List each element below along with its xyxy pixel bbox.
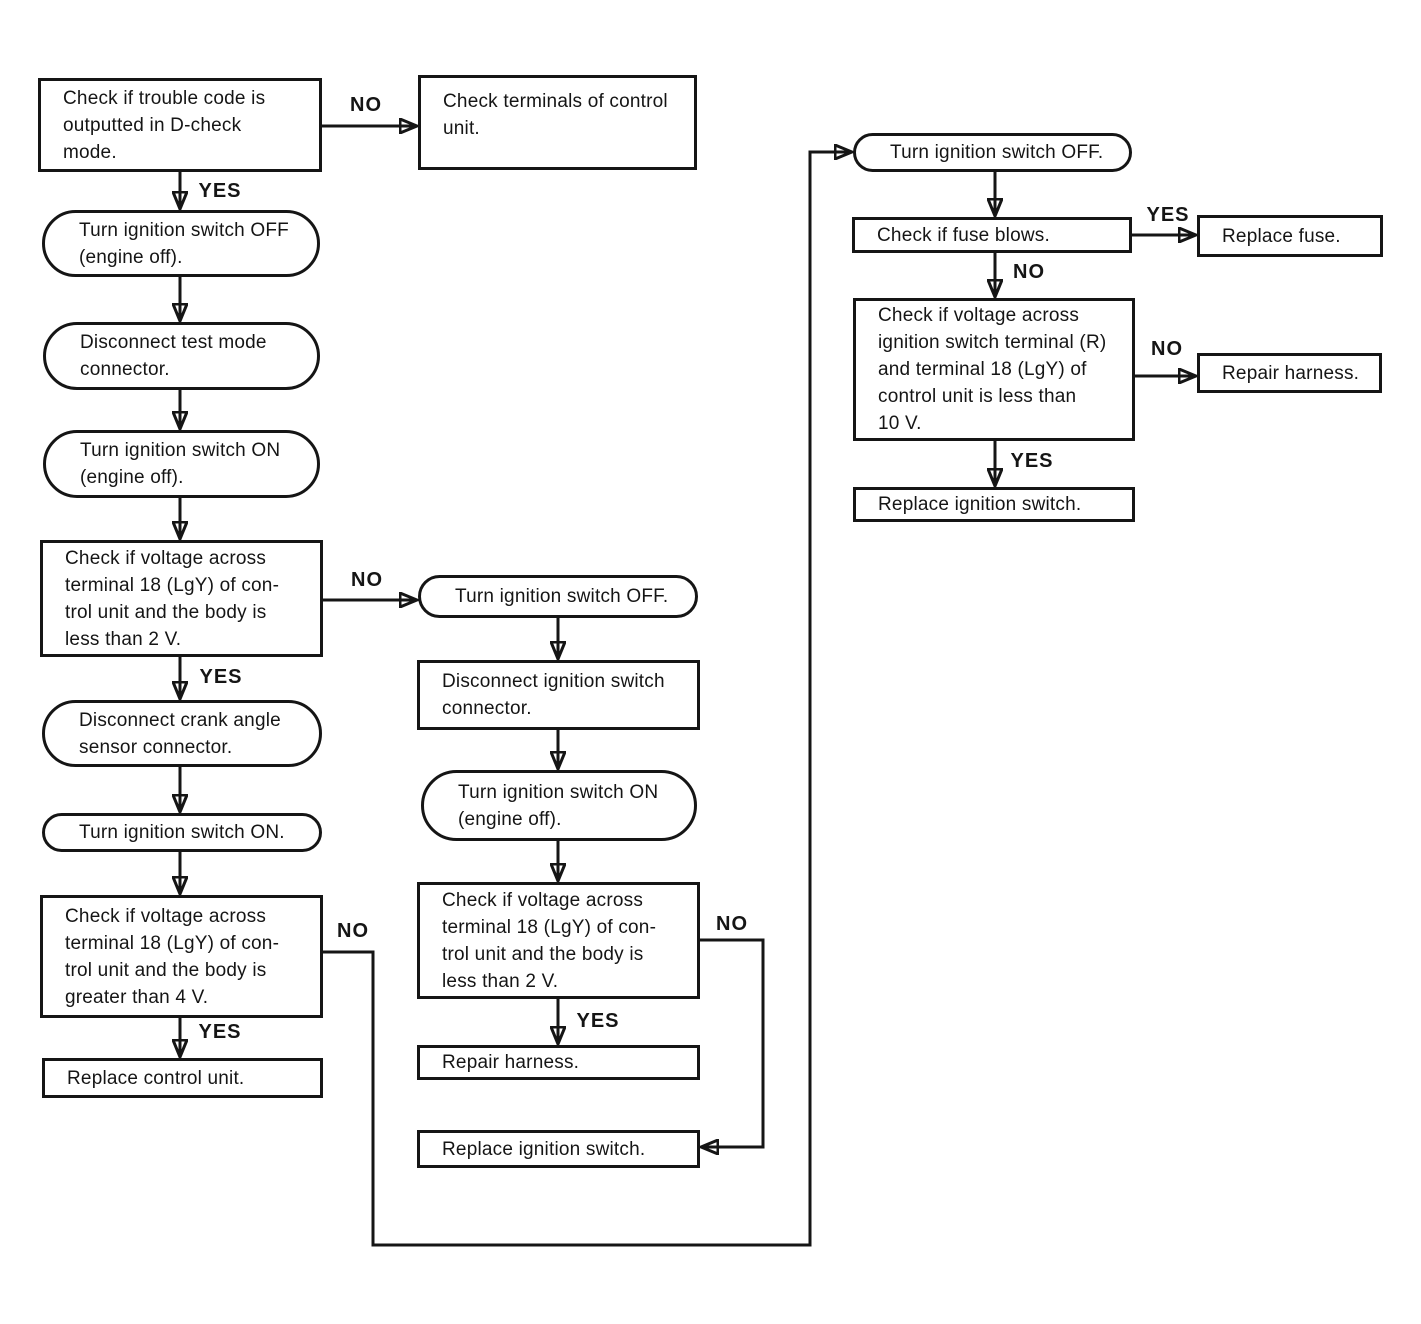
node-check-voltage-lt10v: Check if voltage across ignition switch … — [853, 298, 1135, 441]
node-ign-off-3: Turn ignition switch OFF. — [853, 133, 1132, 172]
label-yes: YES — [198, 180, 242, 202]
node-ign-on-engine-off-2: Turn ignition switch ON (engine off). — [421, 770, 697, 841]
label-no: NO — [351, 569, 383, 591]
label-yes: YES — [199, 666, 243, 688]
label-yes: YES — [576, 1010, 620, 1032]
node-ign-on-engine-off: Turn ignition switch ON (engine off). — [43, 430, 320, 498]
node-ign-off-2: Turn ignition switch OFF. — [418, 575, 698, 618]
label-yes: YES — [1010, 450, 1054, 472]
label-yes: YES — [1146, 204, 1190, 226]
label-no: NO — [350, 94, 382, 116]
node-check-trouble-code: Check if trouble code is outputted in D-… — [38, 78, 322, 172]
node-ign-off-engine-off: Turn ignition switch OFF (engine off). — [42, 210, 320, 277]
label-yes: YES — [198, 1021, 242, 1043]
label-no: NO — [716, 913, 748, 935]
node-check-terminals: Check terminals of control unit. — [418, 75, 697, 170]
node-check-fuse: Check if fuse blows. — [852, 217, 1132, 253]
node-ign-on: Turn ignition switch ON. — [42, 813, 322, 852]
node-repair-harness-2: Repair harness. — [1197, 353, 1382, 393]
node-disconnect-ign-switch: Disconnect ignition switch connector. — [417, 660, 700, 730]
node-replace-fuse: Replace fuse. — [1197, 215, 1383, 257]
node-disconnect-crank-angle: Disconnect crank angle sensor connector. — [42, 700, 322, 767]
node-check-voltage-lt2v: Check if voltage across terminal 18 (LgY… — [40, 540, 323, 657]
node-check-voltage-lt2v-2: Check if voltage across terminal 18 (LgY… — [417, 882, 700, 999]
node-replace-ign-switch-2: Replace ignition switch. — [853, 487, 1135, 522]
label-no: NO — [1013, 261, 1045, 283]
node-check-voltage-gt4v: Check if voltage across terminal 18 (LgY… — [40, 895, 323, 1018]
label-no: NO — [337, 920, 369, 942]
label-no: NO — [1151, 338, 1183, 360]
node-disconnect-test-mode: Disconnect test mode connector. — [43, 322, 320, 390]
flow-arrow-no-to-replace-ign-switch — [700, 938, 765, 1147]
node-replace-ign-switch: Replace ignition switch. — [417, 1130, 700, 1168]
node-repair-harness: Repair harness. — [417, 1045, 700, 1080]
node-replace-control-unit: Replace control unit. — [42, 1058, 323, 1098]
